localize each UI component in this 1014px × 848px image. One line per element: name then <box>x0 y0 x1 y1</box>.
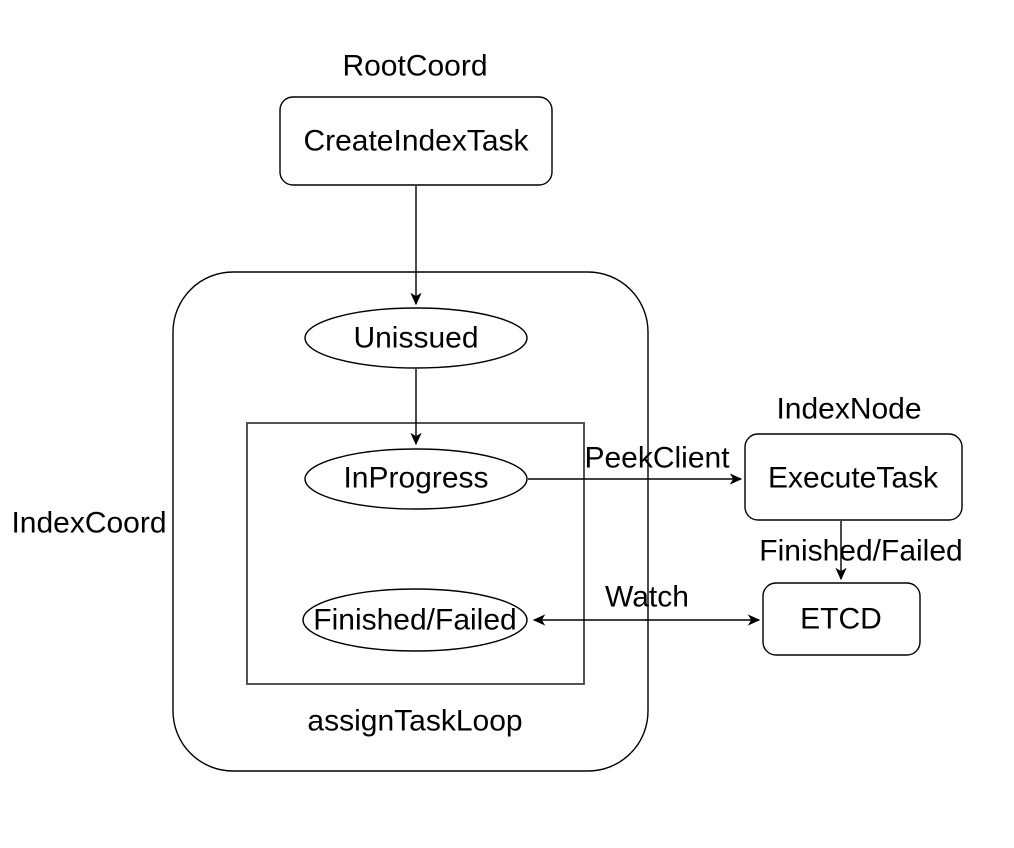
node-finished-failed <box>302 588 528 652</box>
edge-watch-label: Watch <box>605 581 689 614</box>
index-coord-container <box>172 271 649 772</box>
node-execute-task-label: ExecuteTask <box>768 462 939 495</box>
node-create-index-task <box>279 96 553 186</box>
node-etcd <box>762 582 921 656</box>
node-create-index-task-label: CreateIndexTask <box>303 125 529 158</box>
edge-peek-client-label: PeekClient <box>584 442 730 475</box>
edge-finished-failed-label: Finished/Failed <box>759 535 962 568</box>
group-root-coord-label: RootCoord <box>342 50 487 83</box>
node-unissued <box>304 307 528 369</box>
node-execute-task <box>744 433 963 521</box>
group-index-coord-label: IndexCoord <box>11 507 166 540</box>
node-unissued-label: Unissued <box>353 322 478 355</box>
group-assign-task-loop-label: assignTaskLoop <box>307 705 522 738</box>
node-finished-failed-label: Finished/Failed <box>313 604 516 637</box>
node-in-progress <box>304 448 528 510</box>
node-etcd-label: ETCD <box>800 603 882 636</box>
node-in-progress-label: InProgress <box>343 462 488 495</box>
group-index-node-label: IndexNode <box>776 393 921 426</box>
